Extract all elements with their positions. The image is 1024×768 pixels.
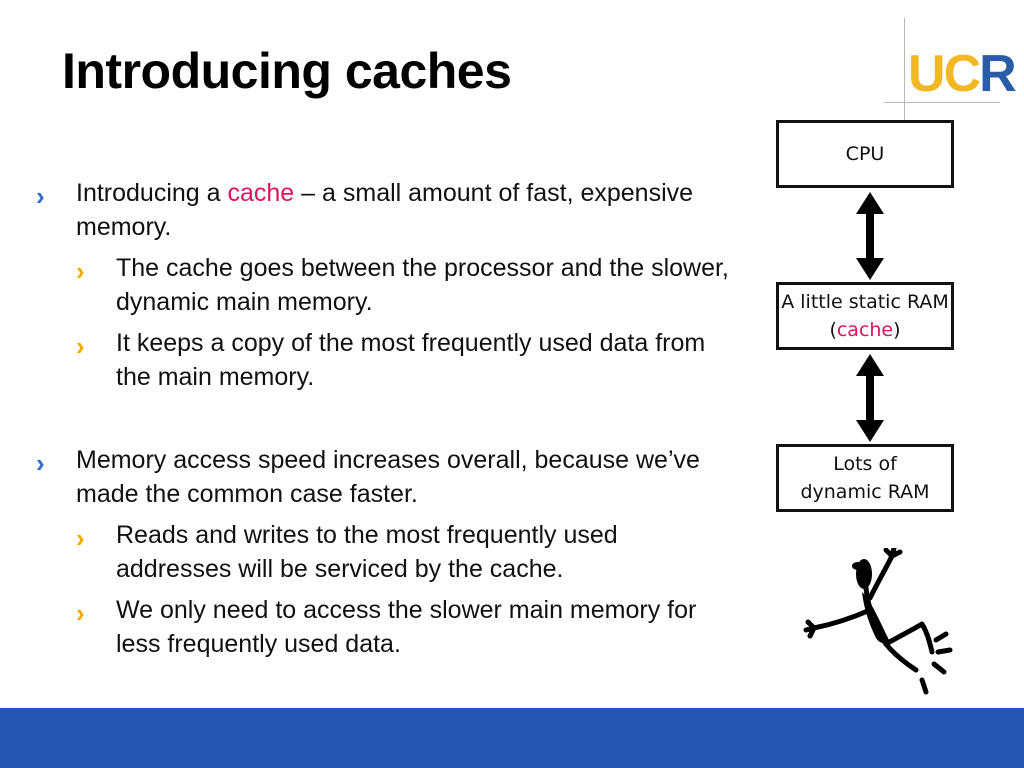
bullet-item-6: We only need to access the slower main m… — [116, 596, 697, 658]
bullet-item-2: The cache goes between the processor and… — [116, 254, 729, 316]
bullet-arrow-icon: › — [76, 523, 85, 553]
cpu-label: CPU — [845, 143, 885, 165]
logo-horizontal-rule — [884, 102, 1000, 103]
cache-highlight: cache — [227, 179, 295, 207]
bullet-arrow-icon: › — [36, 181, 45, 211]
bullet-arrow-icon: › — [76, 598, 85, 628]
cache-label: A little static RAM (cache) — [781, 291, 949, 341]
bullet-item-5: Reads and writes to the most frequently … — [116, 521, 618, 583]
stick-figure-icon — [803, 548, 953, 695]
ram-box: Lots of dynamic RAM — [776, 444, 954, 512]
bullet-arrow-icon: › — [76, 331, 85, 361]
ram-label: Lots of dynamic RAM — [800, 453, 930, 503]
cache-box: A little static RAM (cache) — [776, 282, 954, 350]
bullet-item-1: Introducing a cache – a small amount of … — [76, 179, 694, 241]
logo-text: UCR — [908, 45, 1017, 103]
bullet-arrow-icon: › — [36, 448, 45, 478]
ucr-logo-icon: UCR — [880, 18, 1017, 122]
cpu-box: CPU — [776, 120, 954, 188]
bullet-arrow-icon: › — [76, 256, 85, 286]
bullet-item-4: Memory access speed increases overall, b… — [76, 446, 700, 508]
bullet-item-3: It keeps a copy of the most frequently u… — [116, 329, 706, 391]
slide-title: Introducing caches — [62, 43, 512, 99]
double-arrow-icon — [856, 354, 884, 442]
logo-vertical-rule — [904, 18, 905, 122]
footer-bar — [0, 708, 1024, 768]
double-arrow-icon — [856, 192, 884, 280]
